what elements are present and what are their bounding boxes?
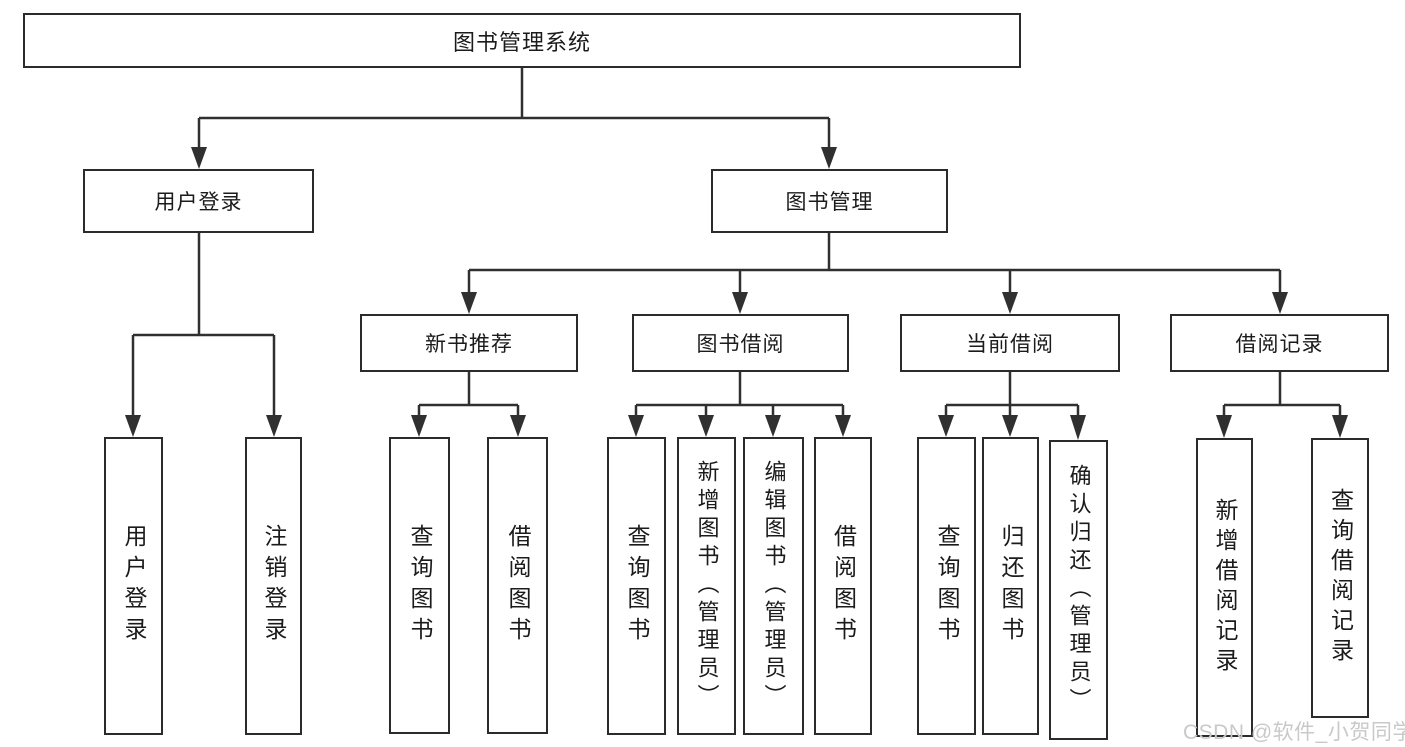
arrow-down-icon	[411, 415, 427, 437]
node-leaf-confirm-return-admin: 确认归还（管理员）	[1049, 440, 1108, 740]
arrow-down-icon	[1002, 292, 1018, 314]
connector-book-mgmt-to-level3	[467, 233, 1282, 296]
arrow-down-icon	[1332, 415, 1348, 438]
node-leaf-add-books-admin: 新增图书（管理员）	[677, 437, 736, 735]
arrow-down-icon	[125, 415, 141, 437]
node-leaf-query-books-3: 查询图书	[917, 437, 976, 735]
node-book-management: 图书管理	[711, 169, 948, 233]
arrow-down-icon	[1070, 415, 1086, 440]
node-leaf-borrow-books-2: 借阅图书	[814, 437, 872, 735]
node-leaf-edit-books-admin: 编辑图书（管理员）	[743, 437, 804, 735]
node-leaf-query-books-1: 查询图书	[389, 437, 450, 734]
node-leaf-return-books: 归还图书	[982, 437, 1039, 735]
node-leaf-query-borrow-record: 查询借阅记录	[1311, 438, 1369, 718]
node-leaf-logout: 注销登录	[245, 437, 302, 735]
node-borrowing-records: 借阅记录	[1170, 314, 1389, 372]
arrow-down-icon	[765, 415, 781, 437]
node-current-borrowing: 当前借阅	[900, 314, 1120, 372]
arrow-down-icon	[1002, 415, 1018, 437]
connector-borrow-record-branch	[1222, 372, 1342, 419]
arrow-down-icon	[732, 292, 748, 314]
arrow-down-icon	[461, 292, 477, 314]
arrow-down-icon	[510, 415, 526, 437]
connector-user-login-branch	[131, 233, 276, 419]
node-leaf-borrow-books-1: 借阅图书	[487, 437, 548, 734]
connector-book-borrow-branch	[634, 372, 845, 419]
node-user-login: 用户登录	[83, 169, 314, 233]
arrow-down-icon	[835, 415, 851, 437]
arrow-down-icon	[1272, 292, 1288, 314]
node-leaf-query-books-2: 查询图书	[607, 437, 666, 735]
arrow-down-icon	[1216, 415, 1232, 438]
arrow-down-icon	[266, 415, 282, 437]
connector-current-borrow-branch	[944, 372, 1080, 419]
node-leaf-user-login: 用户登录	[104, 437, 163, 735]
node-book-management-system: 图书管理系统	[23, 13, 1021, 68]
node-book-borrowing: 图书借阅	[632, 314, 849, 372]
arrow-down-icon	[628, 415, 644, 437]
arrow-down-icon	[698, 415, 714, 437]
arrow-down-icon	[191, 147, 207, 169]
node-new-book-recommend: 新书推荐	[360, 314, 578, 372]
arrow-down-icon	[821, 147, 837, 169]
arrow-down-icon	[938, 415, 954, 437]
csdn-watermark: CSDN @软件_小贺同学	[1183, 721, 1405, 744]
connector-root-to-level2	[197, 68, 831, 150]
node-leaf-add-borrow-record: 新增借阅记录	[1196, 438, 1253, 737]
arrowheads	[125, 147, 1348, 440]
connector-new-book-branch	[417, 372, 520, 419]
